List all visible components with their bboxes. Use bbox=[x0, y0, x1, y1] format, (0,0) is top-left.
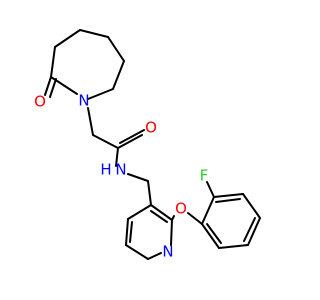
bond bbox=[243, 217, 256, 242]
bond bbox=[147, 252, 162, 260]
bond bbox=[170, 219, 173, 246]
atom-n-amide: N bbox=[115, 161, 126, 179]
bonds bbox=[44, 29, 261, 260]
bond bbox=[107, 36, 125, 62]
bond bbox=[54, 29, 81, 48]
bond bbox=[125, 218, 129, 246]
bond bbox=[87, 88, 114, 100]
atom-o-lactam: O bbox=[34, 93, 46, 111]
bond bbox=[171, 215, 175, 221]
atom-n-lactam: N bbox=[78, 92, 89, 110]
bond bbox=[79, 29, 109, 38]
bond bbox=[112, 60, 125, 90]
bond bbox=[49, 78, 57, 98]
bond bbox=[213, 193, 244, 198]
bond bbox=[206, 181, 215, 198]
bond bbox=[87, 107, 94, 136]
bond bbox=[115, 147, 119, 167]
bond bbox=[150, 204, 173, 221]
atom-o-ether: O bbox=[175, 200, 187, 218]
bond bbox=[201, 196, 215, 225]
atom-h-amide: H bbox=[100, 161, 111, 179]
bond bbox=[215, 198, 241, 203]
bond bbox=[218, 244, 249, 249]
bond bbox=[125, 244, 149, 260]
atom-o-amide: O bbox=[145, 119, 157, 137]
bond bbox=[187, 212, 203, 225]
bond bbox=[117, 134, 143, 149]
atom-labels: O N O N H O F N bbox=[34, 92, 208, 261]
bond bbox=[150, 210, 168, 223]
bond bbox=[247, 217, 261, 246]
chemical-structure: O N O N H O F N bbox=[34, 29, 261, 261]
bond bbox=[242, 193, 261, 219]
bond bbox=[206, 223, 222, 244]
bond bbox=[127, 173, 149, 182]
bond bbox=[44, 76, 52, 96]
bond bbox=[129, 221, 133, 243]
bond bbox=[201, 223, 220, 249]
atom-n-pyridine: N bbox=[162, 243, 173, 261]
bond bbox=[127, 204, 152, 220]
atom-f: F bbox=[200, 167, 209, 185]
bond bbox=[50, 46, 56, 78]
bond bbox=[92, 134, 119, 149]
bond bbox=[119, 129, 145, 144]
bond bbox=[147, 180, 152, 206]
